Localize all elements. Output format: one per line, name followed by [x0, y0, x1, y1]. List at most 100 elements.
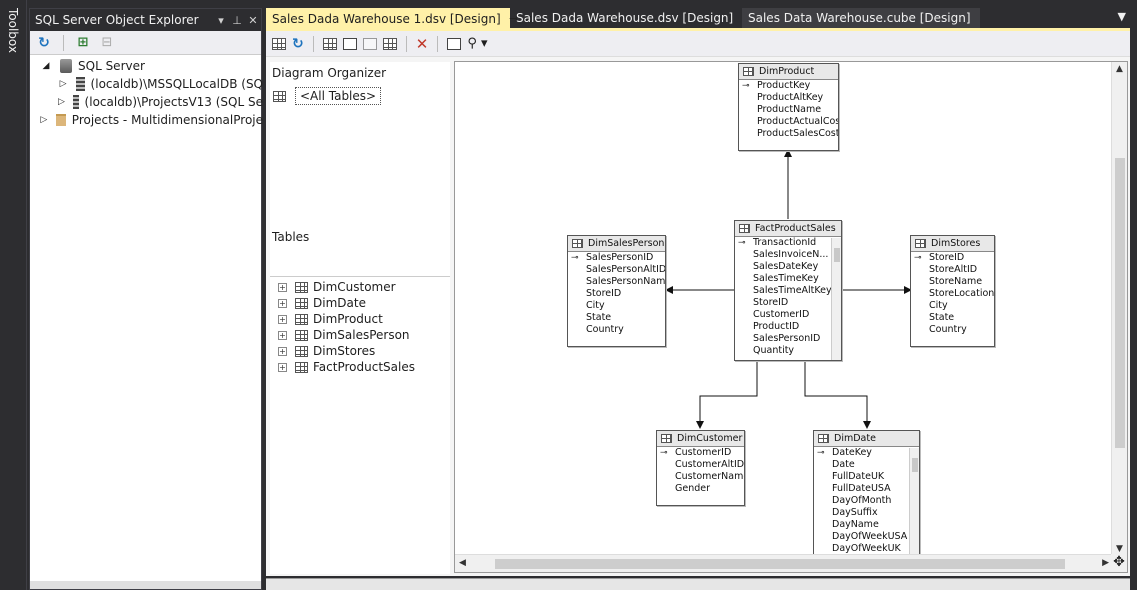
toolbox-label[interactable]: Toolbox	[6, 8, 20, 53]
column[interactable]: CustomerAltID	[675, 459, 744, 470]
close-tab-icon[interactable]: ✕	[523, 12, 533, 26]
column[interactable]: StoreName	[929, 276, 983, 287]
expand-icon[interactable]: +	[278, 314, 287, 324]
relationship-line-customer[interactable]	[696, 360, 758, 429]
table-header[interactable]: FactProductSales	[735, 221, 841, 237]
expand-icon[interactable]: +	[278, 362, 287, 372]
scroll-down-icon[interactable]: ▼	[1116, 544, 1123, 554]
refresh-icon[interactable]: ↻	[292, 35, 304, 52]
refresh-icon[interactable]: ↻	[38, 34, 50, 51]
expand-icon[interactable]: +	[278, 330, 287, 340]
replace-table-icon[interactable]	[362, 37, 377, 50]
column-primary-key[interactable]: TransactionId	[735, 237, 841, 249]
table-dimproduct[interactable]: DimProduct ProductKey ProductAltKey Prod…	[738, 63, 839, 151]
tab-list-dropdown-icon[interactable]: ▼	[1117, 10, 1126, 23]
table-dimdate[interactable]: DimDate DateKey Date FullDateUK FullDate…	[813, 430, 920, 556]
table-header[interactable]: DimSalesPerson	[568, 236, 665, 252]
disconnect-icon[interactable]: ⊟	[101, 35, 113, 50]
column[interactable]: ProductName	[757, 104, 822, 115]
column[interactable]: StoreAltID	[929, 264, 978, 275]
scroll-left-icon[interactable]: ◀	[459, 558, 466, 568]
tab-sales-dada-warehouse-dsv[interactable]: Sales Dada Warehouse.dsv [Design]	[510, 8, 742, 28]
table-header[interactable]: DimStores	[911, 236, 994, 252]
list-item[interactable]: +DimProduct	[278, 311, 383, 327]
table-header[interactable]: DimProduct	[739, 64, 838, 80]
delete-icon[interactable]: ✕	[415, 34, 429, 53]
column[interactable]: DayOfWeekUSA	[832, 531, 908, 542]
canvas-horizontal-scrollbar[interactable]: ◀ ▶	[455, 554, 1113, 572]
list-item[interactable]: +DimSalesPerson	[278, 327, 410, 343]
collapse-arrow-icon[interactable]: ◢	[42, 61, 50, 71]
column[interactable]: SalesPersonID	[753, 333, 821, 344]
column[interactable]: State	[586, 312, 612, 323]
list-item[interactable]: +DimDate	[278, 295, 366, 311]
column[interactable]: SalesDateKey	[753, 261, 819, 272]
expand-icon[interactable]: +	[278, 346, 287, 356]
column-primary-key[interactable]: ProductKey	[739, 80, 838, 92]
table-scrollbar[interactable]	[909, 448, 919, 556]
tree-node-mssqllocaldb[interactable]: ▷ (localdb)\MSSQLLocalDB (SQ	[58, 75, 263, 93]
column[interactable]: SalesPersonAltID	[586, 264, 665, 275]
column[interactable]: FullDateUK	[832, 471, 885, 482]
column[interactable]: SalesTimeAltKey	[753, 285, 832, 296]
column-primary-key[interactable]: SalesPersonID	[568, 252, 665, 264]
pan-icon[interactable]: ✥	[1111, 554, 1127, 572]
scroll-thumb[interactable]	[912, 458, 918, 472]
new-relationship-icon[interactable]	[322, 37, 337, 50]
column[interactable]: ProductID	[753, 321, 800, 332]
canvas-vertical-scrollbar[interactable]: ▲ ▼	[1111, 62, 1127, 556]
add-server-icon[interactable]: ⊞	[77, 35, 89, 50]
column[interactable]: DayOfWeekUK	[832, 543, 901, 554]
scroll-right-icon[interactable]: ▶	[1102, 558, 1109, 568]
pin-icon[interactable]: ⊣	[508, 13, 518, 25]
column[interactable]: ProductSalesCost	[757, 128, 838, 139]
column[interactable]: ProductAltKey	[757, 92, 824, 103]
scroll-thumb[interactable]	[834, 248, 840, 262]
column[interactable]: City	[586, 300, 605, 311]
column[interactable]: Country	[586, 324, 624, 335]
scroll-up-icon[interactable]: ▲	[1116, 64, 1123, 74]
column[interactable]: DaySuffix	[832, 507, 878, 518]
column[interactable]: State	[929, 312, 955, 323]
table-dimstores[interactable]: DimStores StoreID StoreAltID StoreName S…	[910, 235, 995, 347]
toolbox-strip[interactable]: Toolbox	[0, 0, 27, 590]
close-icon[interactable]: ✕	[248, 13, 258, 27]
tab-sales-data-warehouse-cube[interactable]: Sales Data Warehouse.cube [Design]	[742, 8, 980, 28]
expand-icon[interactable]: +	[278, 282, 287, 292]
tree-node-sql-server[interactable]: ◢ SQL Server	[40, 57, 145, 75]
list-item[interactable]: +DimCustomer	[278, 279, 396, 295]
scroll-thumb[interactable]	[1115, 158, 1125, 448]
explore-data-icon[interactable]	[447, 37, 462, 50]
column[interactable]: CustomerName	[675, 471, 744, 482]
expand-arrow-icon[interactable]: ▷	[40, 115, 48, 125]
dropdown-icon[interactable]: ▾	[218, 13, 224, 27]
list-item[interactable]: +DimStores	[278, 343, 375, 359]
tab-sales-dada-warehouse-1-dsv[interactable]: Sales Dada Warehouse 1.dsv [Design] ⊣ ✕	[266, 8, 533, 28]
table-header[interactable]: DimCustomer	[657, 431, 744, 447]
column[interactable]: StoreLocation	[929, 288, 994, 299]
arrange-tables-icon[interactable]	[382, 37, 397, 50]
column[interactable]: SalesTimeKey	[753, 273, 819, 284]
expand-icon[interactable]: +	[278, 298, 287, 308]
column-primary-key[interactable]: DateKey	[814, 447, 919, 459]
table-dimcustomer[interactable]: DimCustomer CustomerID CustomerAltID Cus…	[656, 430, 745, 506]
column[interactable]: DayOfMonth	[832, 495, 892, 506]
expand-arrow-icon[interactable]: ▷	[58, 97, 65, 107]
tree-node-projectsv13[interactable]: ▷ (localdb)\ProjectsV13 (SQL Se	[58, 93, 263, 111]
column[interactable]: DayName	[832, 519, 879, 530]
column[interactable]: SalesPersonName	[586, 276, 665, 287]
list-item[interactable]: +FactProductSales	[278, 359, 415, 375]
expand-arrow-icon[interactable]: ▷	[59, 79, 67, 89]
column[interactable]: City	[929, 300, 948, 311]
column[interactable]: FullDateUSA	[832, 483, 891, 494]
column[interactable]: StoreID	[586, 288, 622, 299]
table-dimsalesperson[interactable]: DimSalesPerson SalesPersonID SalesPerson…	[567, 235, 666, 347]
column[interactable]: StoreID	[753, 297, 789, 308]
column-primary-key[interactable]: CustomerID	[657, 447, 744, 459]
column[interactable]: Date	[832, 459, 855, 470]
add-table-icon[interactable]	[272, 37, 286, 50]
explorer-horizontal-scrollbar[interactable]	[30, 581, 261, 589]
tree-node-projects[interactable]: ▷ Projects - MultidimensionalProje	[40, 111, 263, 129]
diagram-canvas[interactable]: DimProduct ProductKey ProductAltKey Prod…	[454, 61, 1128, 573]
new-named-query-icon[interactable]	[342, 37, 357, 50]
